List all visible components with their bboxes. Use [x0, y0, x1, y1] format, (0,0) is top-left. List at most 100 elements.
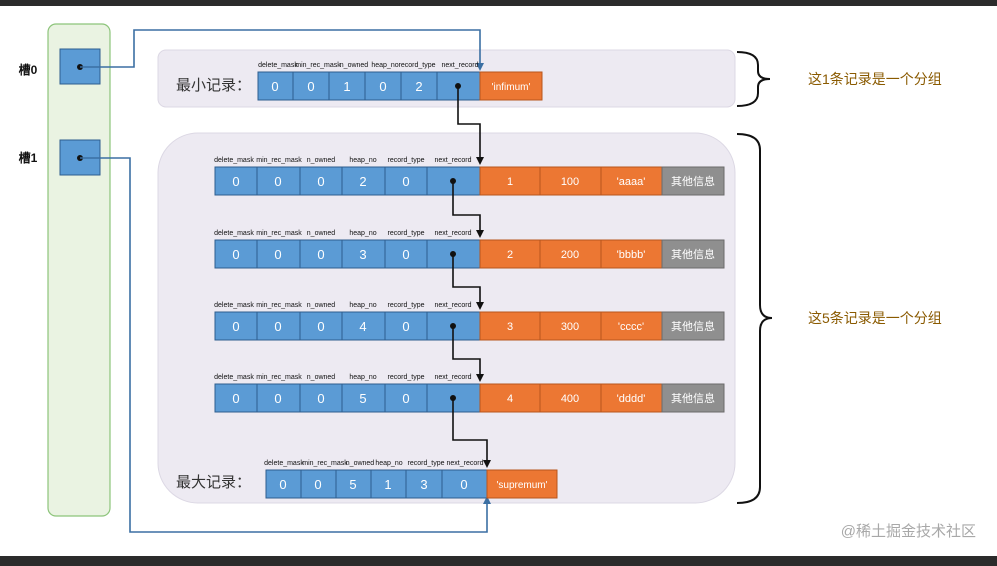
- slot-1-label: 槽1: [19, 150, 38, 165]
- max-record: delete_mask min_rec_mask n_owned heap_no…: [264, 460, 558, 499]
- header-cell: [335, 469, 372, 499]
- record-header-label: min_rec_mask: [256, 230, 302, 237]
- record-header-label: delete_mask: [214, 157, 254, 164]
- group-2-label: 这5条记录是一个分组: [808, 310, 942, 326]
- header-value: 0: [274, 247, 281, 262]
- header-cell: [384, 311, 428, 341]
- record-3: delete_mask min_rec_mask n_owned heap_no…: [214, 302, 725, 341]
- extra-info-cell: [661, 166, 725, 196]
- record-header-label: record_type: [388, 302, 425, 309]
- record-header-label: delete_mask: [214, 374, 254, 381]
- record-header-label: heap_no: [349, 157, 376, 164]
- header-value: 1: [384, 477, 391, 492]
- min-record-header-cells: 0 0 1 0 2: [257, 71, 481, 101]
- record-1: delete_mask min_rec_mask n_owned heap_no…: [214, 157, 725, 196]
- max-record-data-value: 'supremum': [496, 480, 547, 491]
- header-value: 0: [314, 477, 321, 492]
- header-value: 0: [379, 79, 386, 94]
- header-value: 0: [402, 391, 409, 406]
- header-value: 0: [274, 319, 281, 334]
- slot-0-pointer-line: [80, 29, 484, 71]
- record-2: delete_mask min_rec_mask n_owned heap_no…: [214, 230, 725, 269]
- data-cell: [539, 239, 602, 269]
- record-header-label: heap_no: [349, 374, 376, 381]
- slot-1-pointer-line: [80, 157, 491, 533]
- min-record-header-label: min_rec_mask: [295, 62, 341, 69]
- header-cell: [300, 469, 337, 499]
- data-value: 3: [507, 321, 513, 333]
- header-cell: [441, 469, 488, 499]
- min-record-header-labels: delete_mask min_rec_mask n_owned heap_no…: [258, 62, 478, 69]
- header-value: 3: [359, 247, 366, 262]
- header-value: 0: [274, 391, 281, 406]
- header-value: 0: [402, 174, 409, 189]
- extra-info-cell: [661, 239, 725, 269]
- record-header-label: record_type: [408, 460, 445, 467]
- extra-info-label: 其他信息: [671, 247, 715, 261]
- header-value: 0: [317, 319, 324, 334]
- record-header-label: record_type: [388, 157, 425, 164]
- data-value: 'dddd': [617, 393, 646, 405]
- header-value: 0: [307, 79, 314, 94]
- record-header-label: delete_mask: [214, 230, 254, 237]
- data-value: 'bbbb': [617, 249, 646, 261]
- record-header-label: n_owned: [307, 374, 336, 381]
- header-value: 5: [359, 391, 366, 406]
- header-cell: [214, 239, 258, 269]
- data-value: 1: [507, 176, 513, 188]
- header-cell: [257, 71, 294, 101]
- min-record-header-label: next_record: [442, 62, 479, 69]
- header-cell: [405, 469, 443, 499]
- header-value: 0: [232, 391, 239, 406]
- record-header-label: heap_no: [349, 230, 376, 237]
- header-value: 0: [232, 174, 239, 189]
- header-value: 0: [402, 247, 409, 262]
- header-cell: [265, 469, 302, 499]
- min-record-header-label: delete_mask: [258, 62, 298, 69]
- header-value: 2: [359, 174, 366, 189]
- header-value: 2: [415, 79, 422, 94]
- record-header-label: delete_mask: [214, 302, 254, 309]
- data-cell: [600, 311, 663, 341]
- extra-info-label: 其他信息: [671, 174, 715, 188]
- max-record-data-cell: [486, 469, 558, 499]
- header-value: 0: [402, 319, 409, 334]
- header-cell: [328, 71, 366, 101]
- header-cell: [256, 239, 301, 269]
- next-record-arrow-2: [452, 254, 484, 310]
- group-1-brace: [736, 51, 771, 107]
- data-value: 2: [507, 249, 513, 261]
- header-value: 0: [271, 79, 278, 94]
- next-record-arrow-1: [452, 181, 484, 238]
- header-value: 3: [420, 477, 427, 492]
- header-cell: [364, 71, 402, 101]
- group-1-label: 这1条记录是一个分组: [808, 71, 942, 87]
- slot-panel: [47, 23, 111, 517]
- watermark: @稀土掘金技术社区: [841, 523, 976, 540]
- header-value: 4: [359, 319, 366, 334]
- record-header-label: record_type: [388, 230, 425, 237]
- data-value: 200: [561, 249, 579, 261]
- record-header-label: n_owned: [346, 460, 375, 467]
- record-header-label: n_owned: [307, 157, 336, 164]
- record-header-label: min_rec_mask: [256, 374, 302, 381]
- header-value: 5: [349, 477, 356, 492]
- next-record-arrow-4: [452, 398, 491, 468]
- record-header-label: next_record: [435, 157, 472, 164]
- record-header-label: next_record: [435, 230, 472, 237]
- record-header-label: next_record: [447, 460, 484, 467]
- record-header-label: record_type: [388, 374, 425, 381]
- header-cell: [256, 166, 301, 196]
- header-cell: [214, 166, 258, 196]
- record-header-label: next_record: [435, 302, 472, 309]
- header-cell: [384, 383, 428, 413]
- extra-info-cell: [661, 383, 725, 413]
- record-header-label: min_rec_mask: [256, 157, 302, 164]
- header-cell: [256, 383, 301, 413]
- record-header-label: heap_no: [375, 460, 402, 467]
- data-value: 400: [561, 393, 579, 405]
- extra-info-cell: [661, 311, 725, 341]
- header-value: 0: [232, 319, 239, 334]
- header-value: 0: [317, 174, 324, 189]
- header-cell: [341, 311, 386, 341]
